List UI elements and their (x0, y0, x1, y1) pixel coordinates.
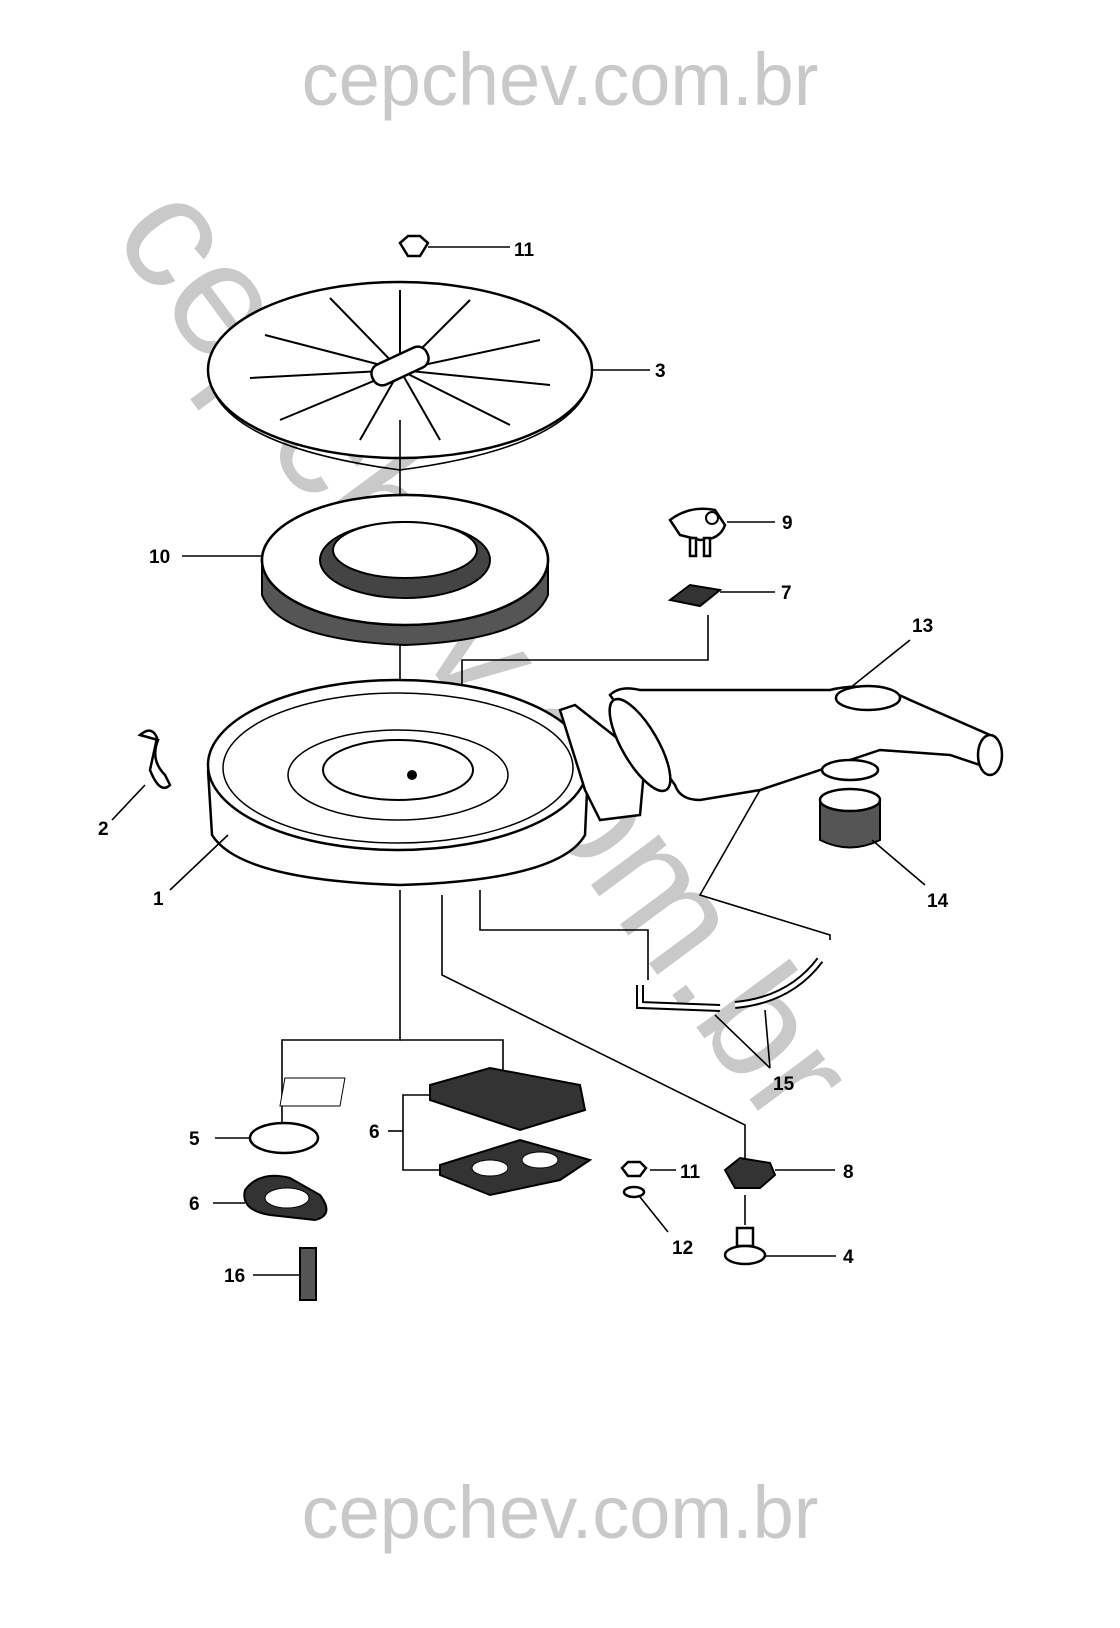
watermark-top: cepchev.com.br (302, 38, 819, 121)
gasket-2bbl-part (213, 1174, 328, 1222)
temperature-sensor-part (668, 507, 775, 558)
o-ring-part (215, 1121, 320, 1155)
callout-13: 13 (912, 616, 933, 637)
callout-11-top: 11 (514, 240, 535, 261)
callout-9: 9 (782, 513, 793, 534)
callout-5: 5 (189, 1129, 200, 1150)
retaining-clip-part (111, 729, 172, 821)
callout-7: 7 (781, 583, 792, 604)
callout-4: 4 (843, 1247, 854, 1268)
watermark-bottom: cepchev.com.br (302, 1471, 819, 1554)
vacuum-hoses-part (479, 789, 831, 1069)
callout-1: 1 (153, 889, 164, 910)
bracket-part (723, 1156, 835, 1189)
callout-11-lower: 11 (680, 1162, 701, 1183)
seal-ring-part (818, 758, 926, 886)
gasket-4bbl-part (279, 1066, 593, 1197)
callout-10: 10 (149, 547, 170, 568)
wing-nut-part (398, 234, 510, 258)
stud-part (253, 1247, 317, 1301)
washer-part (622, 1185, 669, 1233)
callout-6-upper: 6 (369, 1122, 380, 1143)
small-nut-part (620, 1160, 676, 1178)
callout-14: 14 (927, 891, 949, 912)
callout-3: 3 (655, 361, 666, 382)
air-cleaner-cover-part (206, 280, 650, 471)
air-cleaner-housing-part (169, 678, 647, 891)
callout-2: 2 (98, 819, 109, 840)
callout-6-lower: 6 (189, 1194, 200, 1215)
callout-15: 15 (773, 1074, 795, 1095)
filter-element-part (182, 493, 550, 647)
snorkel-duct-part (608, 639, 1004, 802)
callout-8: 8 (843, 1162, 854, 1183)
callout-16: 16 (224, 1266, 245, 1287)
bolt-part (723, 1195, 836, 1266)
callout-12: 12 (672, 1238, 693, 1259)
